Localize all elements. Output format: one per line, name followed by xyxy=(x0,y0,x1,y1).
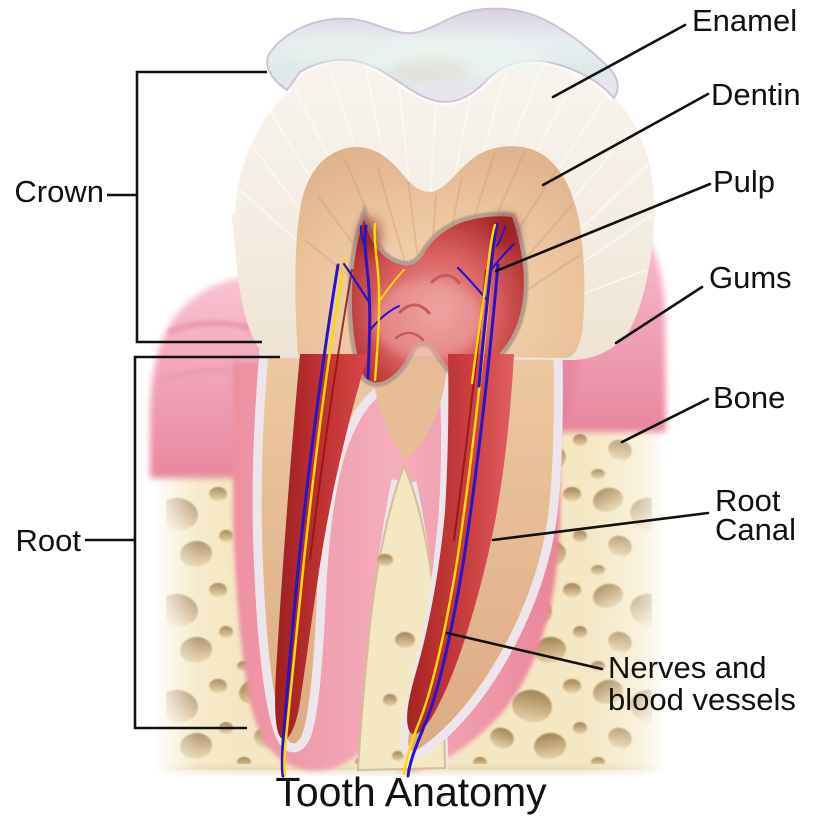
pulp-nerve xyxy=(379,269,405,301)
pulp-vessel-blue xyxy=(490,243,515,271)
annotations: Enamel Dentin Pulp Gums Bone Root Canal … xyxy=(14,3,800,815)
bone-hole xyxy=(395,632,415,648)
pulp-vessel-blue xyxy=(359,225,367,249)
nerves-and-vessels xyxy=(280,222,515,778)
pulp-vessel-blue xyxy=(342,262,371,304)
cap-reflection xyxy=(390,60,470,80)
blood-vessel-blue xyxy=(280,263,340,778)
blood-vessel-red xyxy=(309,269,353,561)
cap-highlight xyxy=(285,36,395,64)
leader-line-dentin xyxy=(541,92,710,187)
label-gums: Gums xyxy=(709,260,792,295)
label-root-canal-line2: Canal xyxy=(715,512,796,547)
pulp-vessel-blue xyxy=(496,225,506,247)
label-root-canal-line1: Root xyxy=(715,483,781,518)
crown-bracket xyxy=(135,70,267,344)
label-pulp: Pulp xyxy=(713,164,775,199)
label-root: Root xyxy=(16,523,82,558)
root-canal-left xyxy=(275,354,368,740)
pulp-capillary xyxy=(430,273,461,285)
pulp-nerve xyxy=(470,223,497,385)
label-nerves-line1: Nerves and xyxy=(608,650,767,685)
label-crown: Crown xyxy=(14,174,104,209)
label-nerves-line2: blood vessels xyxy=(608,682,796,717)
leader-line-pulp xyxy=(494,182,712,273)
pulp-capillary xyxy=(394,331,425,342)
bone-hole xyxy=(383,694,397,706)
label-dentin: Dentin xyxy=(711,77,801,112)
pulp-vessel-blue xyxy=(369,305,400,331)
root-bracket xyxy=(133,355,280,730)
pulp-highlight xyxy=(373,280,483,360)
pulp-vessel-blue xyxy=(363,224,372,380)
blood-vessel-blue xyxy=(406,263,500,778)
enamel-cap xyxy=(266,7,619,103)
diagram-title: Tooth Anatomy xyxy=(275,769,547,815)
leader-line-root-canal xyxy=(491,511,710,542)
leader-line-enamel xyxy=(551,23,687,99)
label-enamel: Enamel xyxy=(692,3,797,38)
leader-line-bone xyxy=(620,397,710,444)
label-bone: Bone xyxy=(713,380,785,415)
bone-hole xyxy=(377,554,393,566)
pulp-nerve xyxy=(373,222,381,382)
nerve-fiber xyxy=(283,258,347,777)
bone-hole xyxy=(392,751,404,761)
leader-line-gums xyxy=(614,285,704,345)
pulp-vessel-blue xyxy=(477,222,499,388)
leader-line-nerves xyxy=(445,631,604,671)
pulp-capillary xyxy=(398,303,431,315)
